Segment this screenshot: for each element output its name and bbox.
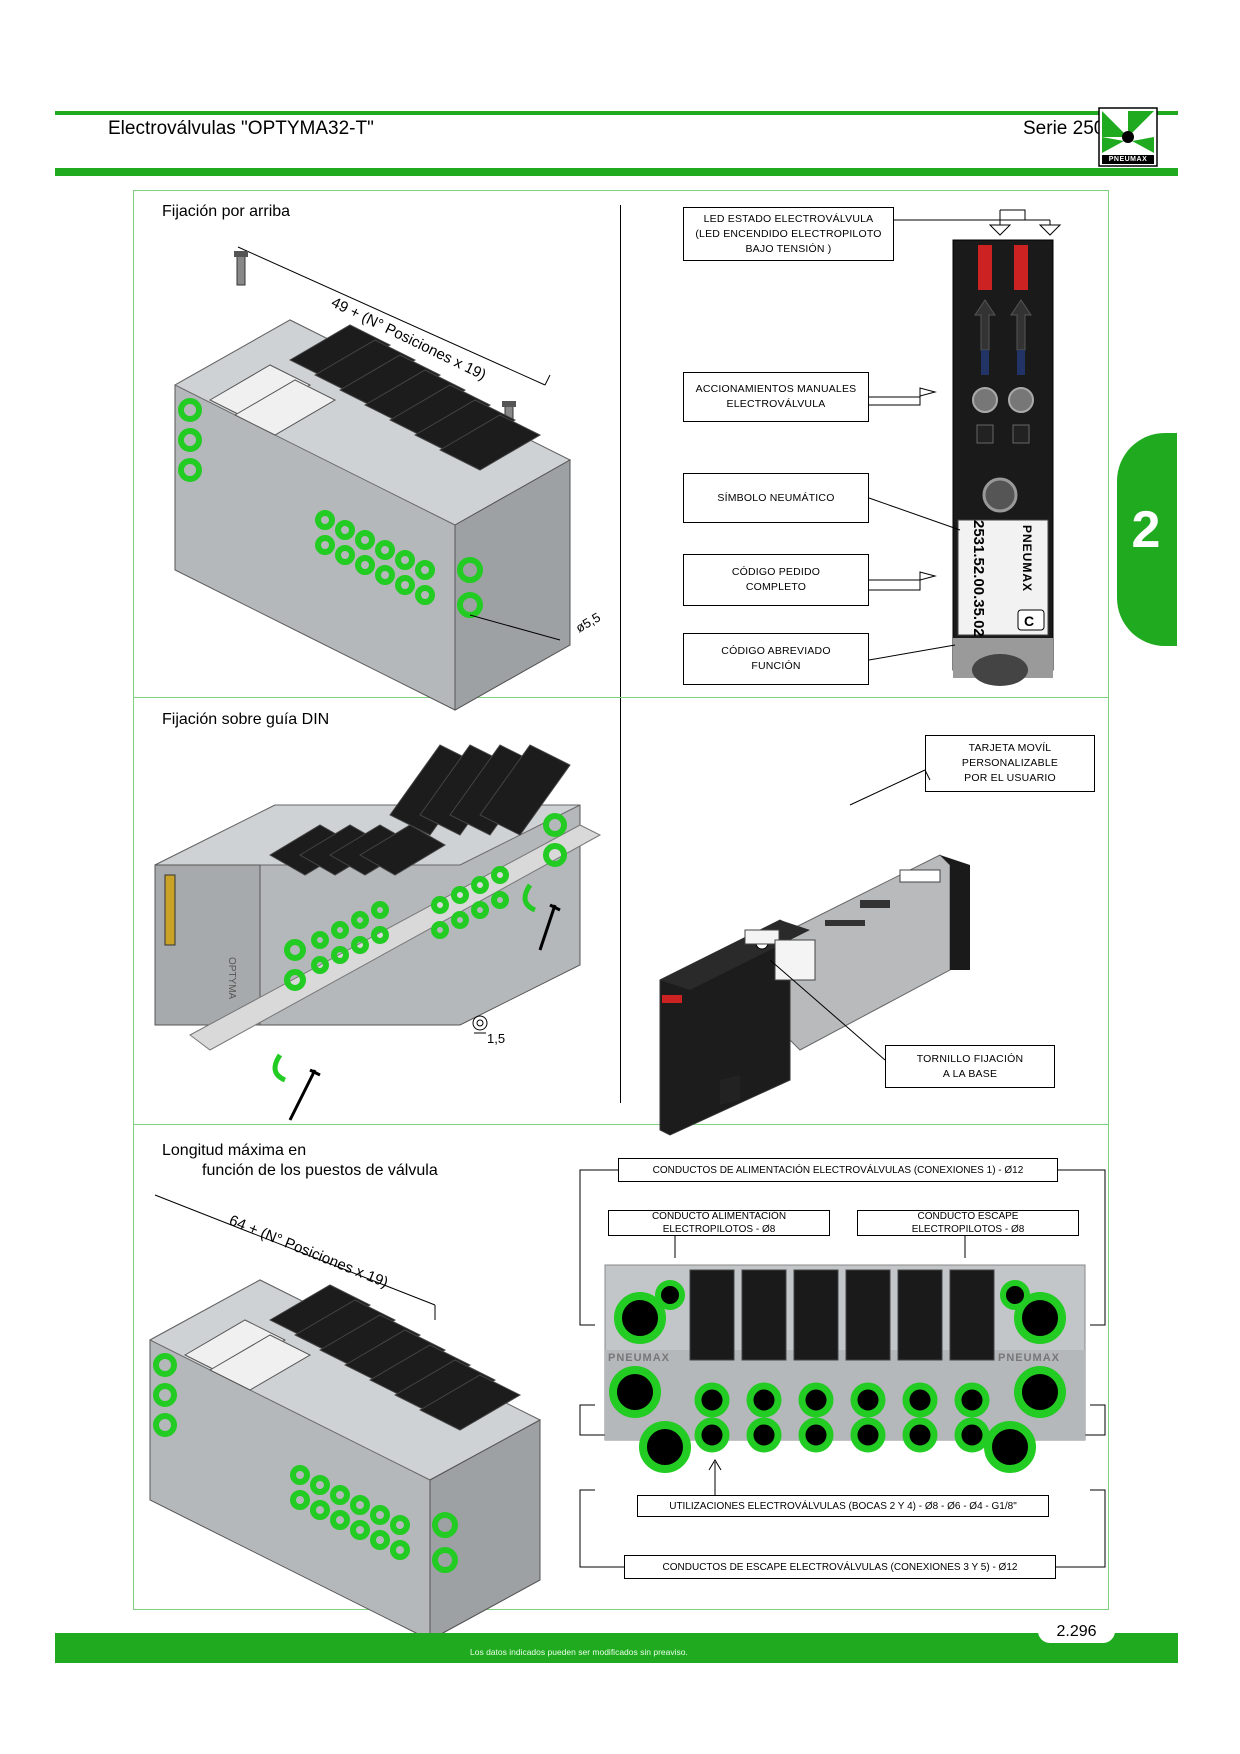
valve-front-view-illustration bbox=[952, 239, 1054, 686]
valve-label-letter: C bbox=[1024, 613, 1035, 629]
callout-pilot-exhaust: CONDUCTO ESCAPE ELECTROPILOTOS - Ø8 bbox=[857, 1210, 1079, 1236]
manifold-din-rail-illustration bbox=[154, 744, 602, 1121]
callout-led-status: LED ESTADO ELECTROVÁLVULA (LED ENCENDIDO… bbox=[683, 207, 894, 261]
series-label: Serie 2500 bbox=[1023, 118, 1115, 139]
pneumax-logo: PNEUMAX bbox=[1098, 107, 1158, 167]
key-size-label: 1,5 bbox=[487, 1031, 506, 1046]
header-bottom-rule bbox=[55, 168, 1178, 176]
content-frame bbox=[133, 190, 1109, 1610]
section-title-max-length-1: Longitud máxima en bbox=[162, 1142, 307, 1159]
base-brand-right: PNEUMAX bbox=[998, 1352, 1061, 1364]
callout-order-code: CÓDIGO PEDIDO COMPLETO bbox=[683, 554, 869, 606]
callout-pneumatic-symbol: SÍMBOLO NEUMÁTICO bbox=[683, 473, 869, 523]
section-title-max-length-2: función de los puestos de válvula bbox=[202, 1162, 438, 1179]
callout-leader-lines-bottom-right bbox=[579, 1459, 1106, 1568]
footer-disclaimer: Los datos indicados pueden ser modificad… bbox=[470, 1647, 688, 1657]
callout-outlet-conduits: UTILIZACIONES ELECTROVÁLVULAS (BOCAS 2 Y… bbox=[637, 1495, 1049, 1517]
chapter-tab bbox=[1117, 433, 1177, 646]
section-title-top-mounting: Fijación por arriba bbox=[162, 203, 291, 220]
grid-divider-vertical bbox=[620, 205, 621, 1103]
manifold-top-mounting-illustration bbox=[173, 246, 572, 711]
page-title: Electroválvulas "OPTYMA32-T" bbox=[108, 118, 374, 139]
callout-exhaust-conduits: CONDUCTOS DE ESCAPE ELECTROVÁLVULAS (CON… bbox=[624, 1555, 1056, 1579]
footer-bar bbox=[55, 1633, 1178, 1663]
manifold-front-view-illustration bbox=[579, 1169, 1106, 1473]
single-valve-illustration bbox=[659, 769, 970, 1136]
grid-divider-horizontal-2 bbox=[134, 1124, 1108, 1125]
callout-manual-override: ACCIONAMIENTOS MANUALES ELECTROVÁLVULA bbox=[683, 372, 869, 422]
grid-divider-horizontal-1 bbox=[134, 697, 1108, 698]
callout-leader-lines-top-right bbox=[868, 209, 1062, 661]
din-body-text: OPTYMA bbox=[226, 957, 237, 1000]
header-top-rule bbox=[55, 111, 1178, 115]
callout-supply-conduits: CONDUCTOS DE ALIMENTACIÓN ELECTROVÁLVULA… bbox=[618, 1158, 1058, 1182]
page-number: 2.296 bbox=[1038, 1621, 1115, 1643]
callout-short-code: CÓDIGO ABREVIADO FUNCIÓN bbox=[683, 633, 869, 685]
chapter-number: 2 bbox=[1131, 501, 1161, 559]
pneumax-logo-text: PNEUMAX bbox=[1108, 156, 1148, 163]
pneumax-logo-icon bbox=[1098, 107, 1158, 167]
base-brand-left: PNEUMAX bbox=[608, 1352, 671, 1364]
section-title-din-rail: Fijación sobre guía DIN bbox=[162, 711, 330, 728]
callout-pilot-supply: CONDUCTO ALIMENTACIÓN ELECTROPILOTOS - Ø… bbox=[608, 1210, 830, 1236]
callout-user-card: TARJETA MOVÍL PERSONALIZABLE POR EL USUA… bbox=[925, 735, 1095, 792]
manifold-max-length-illustration bbox=[148, 1194, 542, 1641]
callout-fixing-screw: TORNILLO FIJACIÓN A LA BASE bbox=[885, 1045, 1055, 1088]
